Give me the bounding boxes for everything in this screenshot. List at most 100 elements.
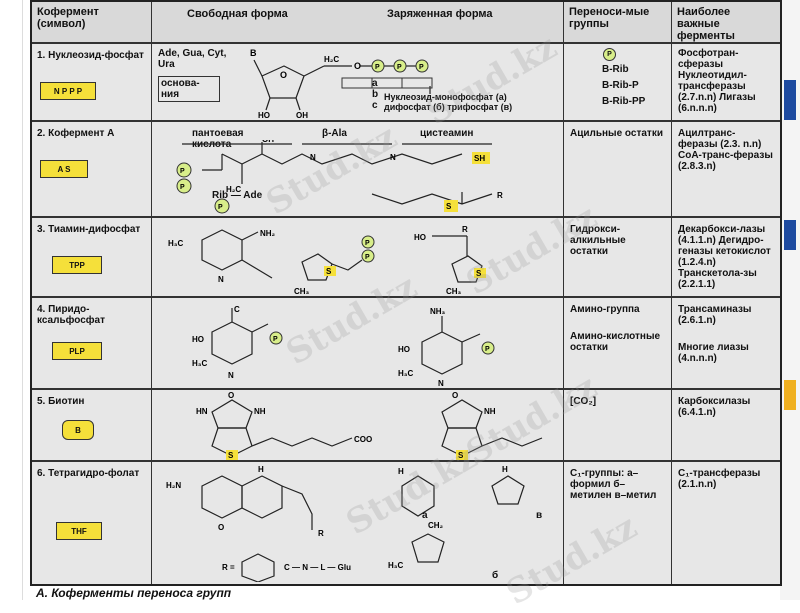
svg-text:S: S (458, 451, 464, 460)
phosphate-chain-labels: a b c (372, 78, 393, 111)
svg-text:HO: HO (414, 233, 426, 242)
coenzyme-a-symbol: A S (40, 160, 88, 178)
svg-text:S: S (476, 269, 482, 278)
svg-text:R: R (318, 529, 324, 538)
table-row: 2. Кофермент А A S пантоевая кислота β-A… (32, 122, 780, 218)
group-b-rib-p: B-Rib-P (602, 80, 639, 91)
bases-box: основа-ния (158, 76, 220, 102)
enzymes-text: Декарбокси-лазы (4.1.1.n) Дегидро-геназы… (678, 224, 771, 290)
svg-text:P: P (218, 204, 223, 211)
left-margin (0, 0, 23, 600)
coenzyme-a-structure: P P P H₂C OH N N SH S R (176, 140, 503, 214)
enzymes-text: C₁-трансферазы (2.1.n.n) (678, 468, 761, 490)
svg-text:P: P (485, 346, 490, 353)
svg-text:O: O (354, 61, 361, 71)
coenzyme-name: 3. Тиамин-дифосфат (37, 224, 141, 235)
svg-text:N: N (310, 153, 316, 162)
svg-text:SH: SH (474, 154, 485, 163)
svg-text:H₃C: H₃C (192, 359, 207, 368)
enzymes-text: Карбоксилазы (6.4.1.n) (678, 396, 751, 418)
svg-text:B: B (250, 48, 257, 58)
header-coenzyme: Кофермент (символ) (32, 2, 152, 42)
group-b-rib-pp: B-Rib-PP (602, 96, 646, 107)
group-b-rib: B-Rib (602, 64, 629, 75)
rib-ade-label: Rib — Ade (212, 190, 263, 201)
svg-text:P: P (419, 64, 424, 71)
svg-text:O: O (452, 392, 458, 400)
svg-text:H: H (258, 466, 264, 474)
svg-text:OH: OH (296, 111, 308, 118)
svg-text:HO: HO (258, 111, 270, 118)
table-row: 5. Биотин B O HN NH S (32, 390, 780, 462)
structure-label-b: б (492, 570, 499, 581)
svg-text:C: C (234, 305, 240, 314)
svg-text:O: O (228, 392, 234, 400)
svg-text:OH: OH (262, 140, 274, 144)
svg-text:H₂C: H₂C (324, 55, 339, 64)
enzymes-text: Ацилтранс-феразы (2.3. n.n) CoA-транс-фе… (678, 128, 773, 172)
enzymes-text: Трансаминазы (2.6.1.n) (678, 304, 752, 326)
svg-text:R =: R = (222, 563, 235, 572)
header-enzymes: Наиболее важные ферменты (677, 6, 735, 42)
coenzyme-name: 1. Нуклеозид-фосфат (37, 50, 144, 61)
coenzyme-name: 5. Биотин (37, 396, 85, 407)
table-header: Кофермент (символ) Свободная форма Заряж… (32, 2, 780, 44)
svg-text:S: S (228, 451, 234, 460)
biotin-symbol: B (62, 420, 94, 440)
plp-symbol: PLP (52, 342, 102, 360)
svg-text:R: R (462, 225, 468, 234)
coenzyme-name: 2. Кофермент А (37, 128, 115, 139)
tetrahydrofolate-structure: H₂N O H R R = C — N — L — Glu H CH₂ H H₃… (166, 466, 525, 582)
svg-text:H₃C: H₃C (388, 561, 403, 570)
structure-label-a: а (422, 510, 428, 521)
header-free-form: Свободная форма (187, 8, 288, 20)
svg-text:NH₂: NH₂ (260, 229, 276, 238)
svg-text:HO: HO (398, 345, 410, 354)
pyridoxal-structure: C HO H₃C N P NH₃ HO H₃C N P (192, 305, 495, 386)
svg-text:P: P (375, 64, 380, 71)
svg-text:P: P (180, 184, 185, 191)
coenzyme-table: Кофермент (символ) Свободная форма Заряж… (30, 0, 782, 586)
svg-text:C — N — L — Glu: C — N — L — Glu (284, 563, 351, 572)
header-groups: Переноси-мые группы (564, 2, 672, 42)
svg-text:O: O (280, 70, 287, 80)
cysteamine-label: цистеамин (420, 128, 474, 139)
groups-text: Ацильные остатки (570, 128, 663, 139)
coenzyme-name: 6. Тетрагидро-фолат (37, 468, 140, 479)
svg-text:P: P (365, 254, 370, 261)
groups-text: Гидрокси-алкильные остатки (570, 224, 626, 257)
biotin-structure: O HN NH S COO O NH S (196, 392, 543, 460)
groups-text: Амино-группа (570, 304, 640, 315)
enzymes-text: Фосфотран-сферазы Нуклеотидил-трансфераз… (678, 48, 756, 114)
svg-text:H₂N: H₂N (166, 481, 181, 490)
svg-text:HO: HO (192, 335, 204, 344)
groups-text-2: Амино-кислотные остатки (570, 331, 661, 353)
header-forms: Свободная форма Заряженная форма (152, 2, 564, 42)
svg-text:COO: COO (354, 435, 372, 444)
table-row: 4. Пиридо-ксальфосфат PLP C HO H₃C (32, 298, 780, 390)
svg-text:O: O (218, 523, 224, 532)
svg-text:P: P (180, 168, 185, 175)
svg-text:N: N (390, 153, 396, 162)
svg-text:HN: HN (196, 407, 208, 416)
svg-text:H: H (502, 466, 508, 474)
svg-text:CH₃: CH₃ (294, 287, 310, 296)
tpp-symbol: TPP (52, 256, 102, 274)
svg-text:H₂C: H₂C (226, 185, 241, 194)
svg-text:NH: NH (254, 407, 266, 416)
svg-text:N: N (228, 371, 234, 380)
svg-text:N: N (218, 275, 224, 284)
svg-text:N: N (438, 379, 444, 386)
structure-label-c: в (536, 510, 543, 521)
svg-text:S: S (446, 202, 452, 211)
svg-text:H: H (398, 467, 404, 476)
svg-text:R: R (497, 191, 503, 200)
beta-alanine-label: β-Ala (322, 128, 347, 139)
figure-caption: А. Коферменты переноса групп (36, 586, 232, 600)
groups-text: C₁-группы: а–формил б–метилен в–метил (570, 468, 657, 501)
nucleotide-structure: B O HO OH H₂C O P P P (250, 48, 433, 118)
enzymes-text-2: Многие лиазы (4.n.n.n) (678, 342, 749, 364)
svg-text:NH: NH (484, 407, 496, 416)
svg-text:NH₃: NH₃ (430, 307, 446, 316)
